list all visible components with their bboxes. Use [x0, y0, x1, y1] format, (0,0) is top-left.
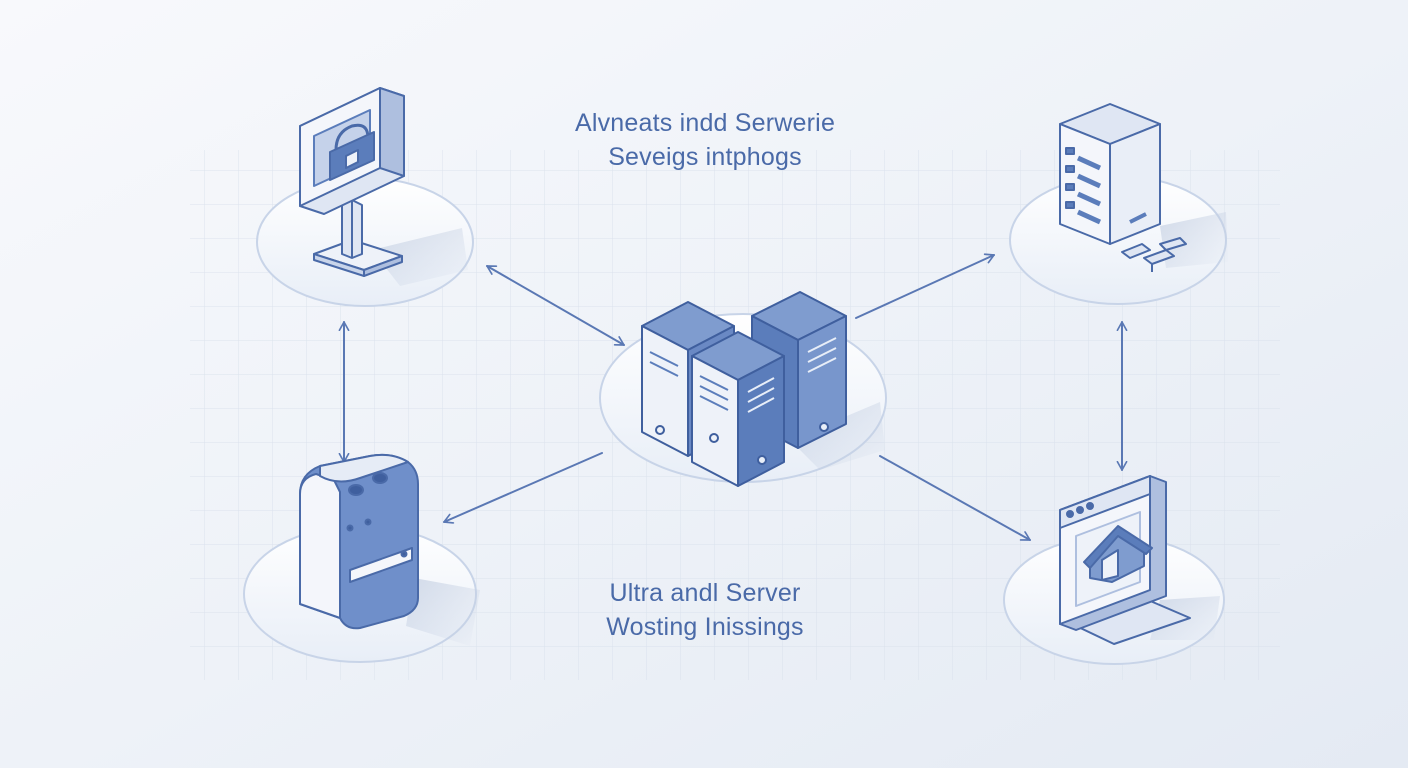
caption-bottom-line-2: Wosting Inissings — [606, 613, 804, 641]
central-servers-node[interactable] — [599, 291, 887, 487]
tower-shadow — [1160, 212, 1228, 268]
arrow-central-hardware — [443, 452, 603, 524]
central-shadow — [790, 402, 885, 470]
hardware-shadow — [406, 578, 480, 646]
connectors — [338, 253, 1128, 541]
arrow-central-webhost — [879, 455, 1031, 541]
caption-top: Alvneats indd Serwerie Seveigs intphogs — [520, 106, 890, 174]
kiosk-display-icon — [299, 87, 405, 277]
hardware-unit-node[interactable] — [243, 453, 480, 663]
arrow-kiosk-central — [486, 265, 625, 346]
browser-home-icon — [1059, 475, 1191, 645]
hardware-box-icon — [299, 453, 419, 630]
web-host-node[interactable] — [1003, 475, 1225, 665]
caption-top-line-1: Alvneats indd Serwerie — [574, 109, 836, 137]
server-cluster-icon — [641, 291, 847, 487]
server-tower-icon — [1059, 103, 1161, 245]
server-tower-node[interactable] — [1009, 103, 1228, 305]
kiosk-node[interactable] — [256, 87, 474, 307]
network-cable-icon — [1121, 237, 1187, 272]
caption-bottom: Ultra andl Server Wosting Inissings — [540, 576, 870, 644]
caption-top-line-2: Seveigs intphogs — [608, 143, 802, 171]
kiosk-shadow — [372, 228, 468, 286]
caption-bottom-line-1: Ultra andl Server — [609, 579, 801, 607]
arrow-central-tower — [855, 253, 995, 319]
